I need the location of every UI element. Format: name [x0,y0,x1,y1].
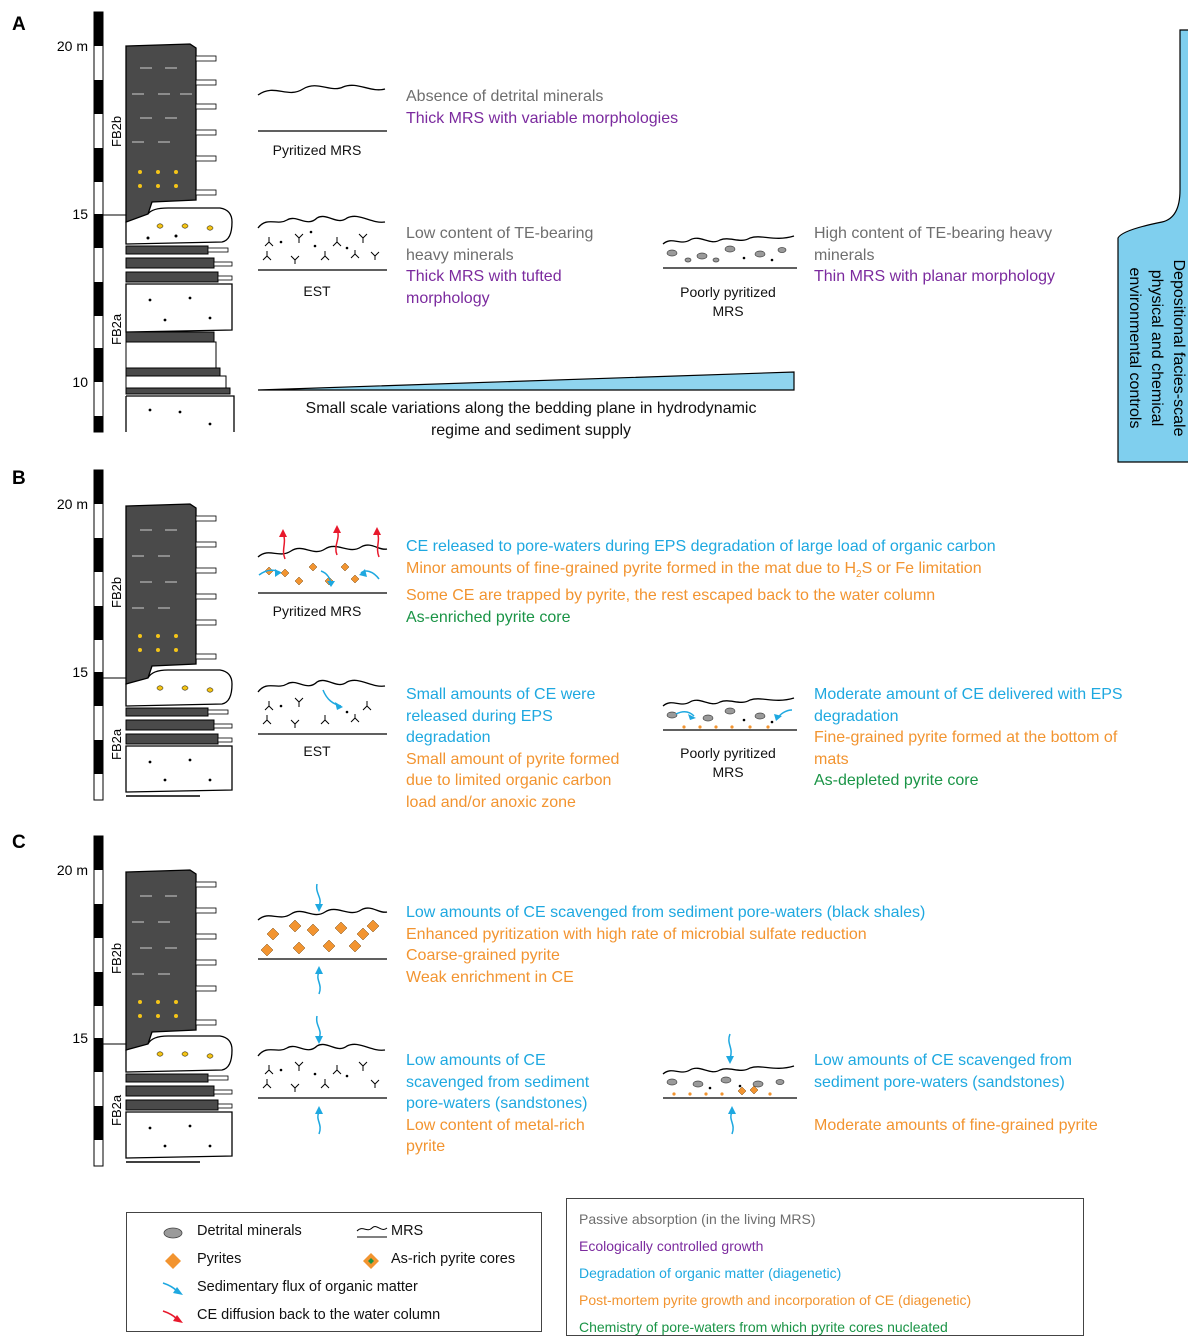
fm-label-fb2b-a: FB2b [109,115,124,147]
detrital-minerals-icon [163,1227,183,1239]
legend-chemistry: Chemistry of pore-waters from which pyri… [579,1319,948,1335]
label-pyritized-mrs-a: Pyritized MRS [272,142,362,158]
sketch-est-b [257,679,387,735]
text-c-est: Low amounts of CE scavenged from sedimen… [406,1052,590,1155]
panel-letter-b: B [12,468,26,489]
strat-column-a [93,11,235,433]
legend-detrital: Detrital minerals [197,1223,302,1239]
fm-label-fb2a-c: FB2a [109,1094,124,1126]
text-c-poorly-pyritized: Low amounts of CE scavenged from sedimen… [814,1052,1098,1134]
legend-ecological: Ecologically controlled growth [579,1238,764,1254]
mrs-icon [356,1226,388,1238]
panel-letter-a: A [12,14,26,35]
tick-15-c: 15 [72,1030,88,1046]
text-b-pyritized: CE released to pore-waters during EPS de… [406,538,996,626]
text-a-est: Low content of TE-bearing heavy minerals… [406,225,594,307]
legend-postmortem: Post-mortem pyrite growth and incorporat… [579,1292,972,1308]
legend-passive: Passive absorption (in the living MRS) [579,1211,816,1227]
tick-20m-b: 20 m [56,496,88,512]
text-b-poorly-pyritized: Moderate amount of CE delivered with EPS… [814,686,1123,789]
as-rich-pyrite-core-icon [363,1253,379,1269]
tick-10-a: 10 [72,374,88,390]
sketch-est-c [257,1015,387,1135]
legend-ce-diffusion: CE diffusion back to the water column [197,1307,441,1323]
blue-arrow-icon [162,1282,183,1295]
sketch-pyritized-mrs-b [257,525,388,594]
legend-degradation: Degradation of organic matter (diageneti… [579,1265,842,1281]
panel-letter-c: C [12,832,26,853]
sketch-pyritized-mrs-a [257,84,387,132]
fm-label-fb2b-c: FB2b [109,942,124,974]
legend-sedimentary-flux: Sedimentary flux of organic matter [197,1279,418,1295]
text-b-est: Small amounts of CE were released during… [406,686,620,811]
sketch-pyritized-mrs-c [257,883,388,995]
text-wedge: Small scale variations along the bedding… [305,400,757,439]
fm-label-fb2b-b: FB2b [109,576,124,608]
text-a-pyritized: Absence of detrital minerals Thick MRS w… [406,88,679,127]
fm-label-fb2a-b: FB2a [109,728,124,760]
strat-column-c [93,835,233,1167]
tick-20m-c: 20 m [56,862,88,878]
sketch-poorly-pyritized-b [662,697,797,731]
tick-15-a: 15 [72,206,88,222]
text-c-pyritized: Low amounts of CE scavenged from sedimen… [406,904,926,986]
symbol-legend: Detrital minerals MRS Pyrites As-rich py… [126,1212,542,1332]
label-est-a: EST [303,283,331,299]
pyrite-icon [165,1253,181,1269]
sketch-est-a [257,215,387,271]
legend-pyrites: Pyrites [197,1251,242,1267]
text-a-poorly-pyritized: High content of TE-bearing heavy mineral… [814,225,1055,285]
side-gradient-box [1117,29,1188,463]
red-arrow-icon [162,1310,183,1323]
strat-column-b [93,469,233,801]
color-legend: Passive absorption (in the living MRS) E… [566,1198,1084,1336]
side-text: Depositional facies-scale physical and c… [1126,259,1187,437]
fm-label-fb2a-a: FB2a [109,313,124,345]
tick-20m-a: 20 m [56,38,88,54]
tick-15-b: 15 [72,664,88,680]
sketch-poorly-pyritized-a [662,235,797,269]
sketch-poorly-pyritized-c [662,1033,797,1135]
label-est-b: EST [303,743,331,759]
gradient-wedge [257,371,795,391]
legend-mrs: MRS [391,1223,424,1239]
label-pyritized-mrs-b: Pyritized MRS [272,603,362,619]
legend-as-rich: As-rich pyrite cores [391,1251,516,1267]
